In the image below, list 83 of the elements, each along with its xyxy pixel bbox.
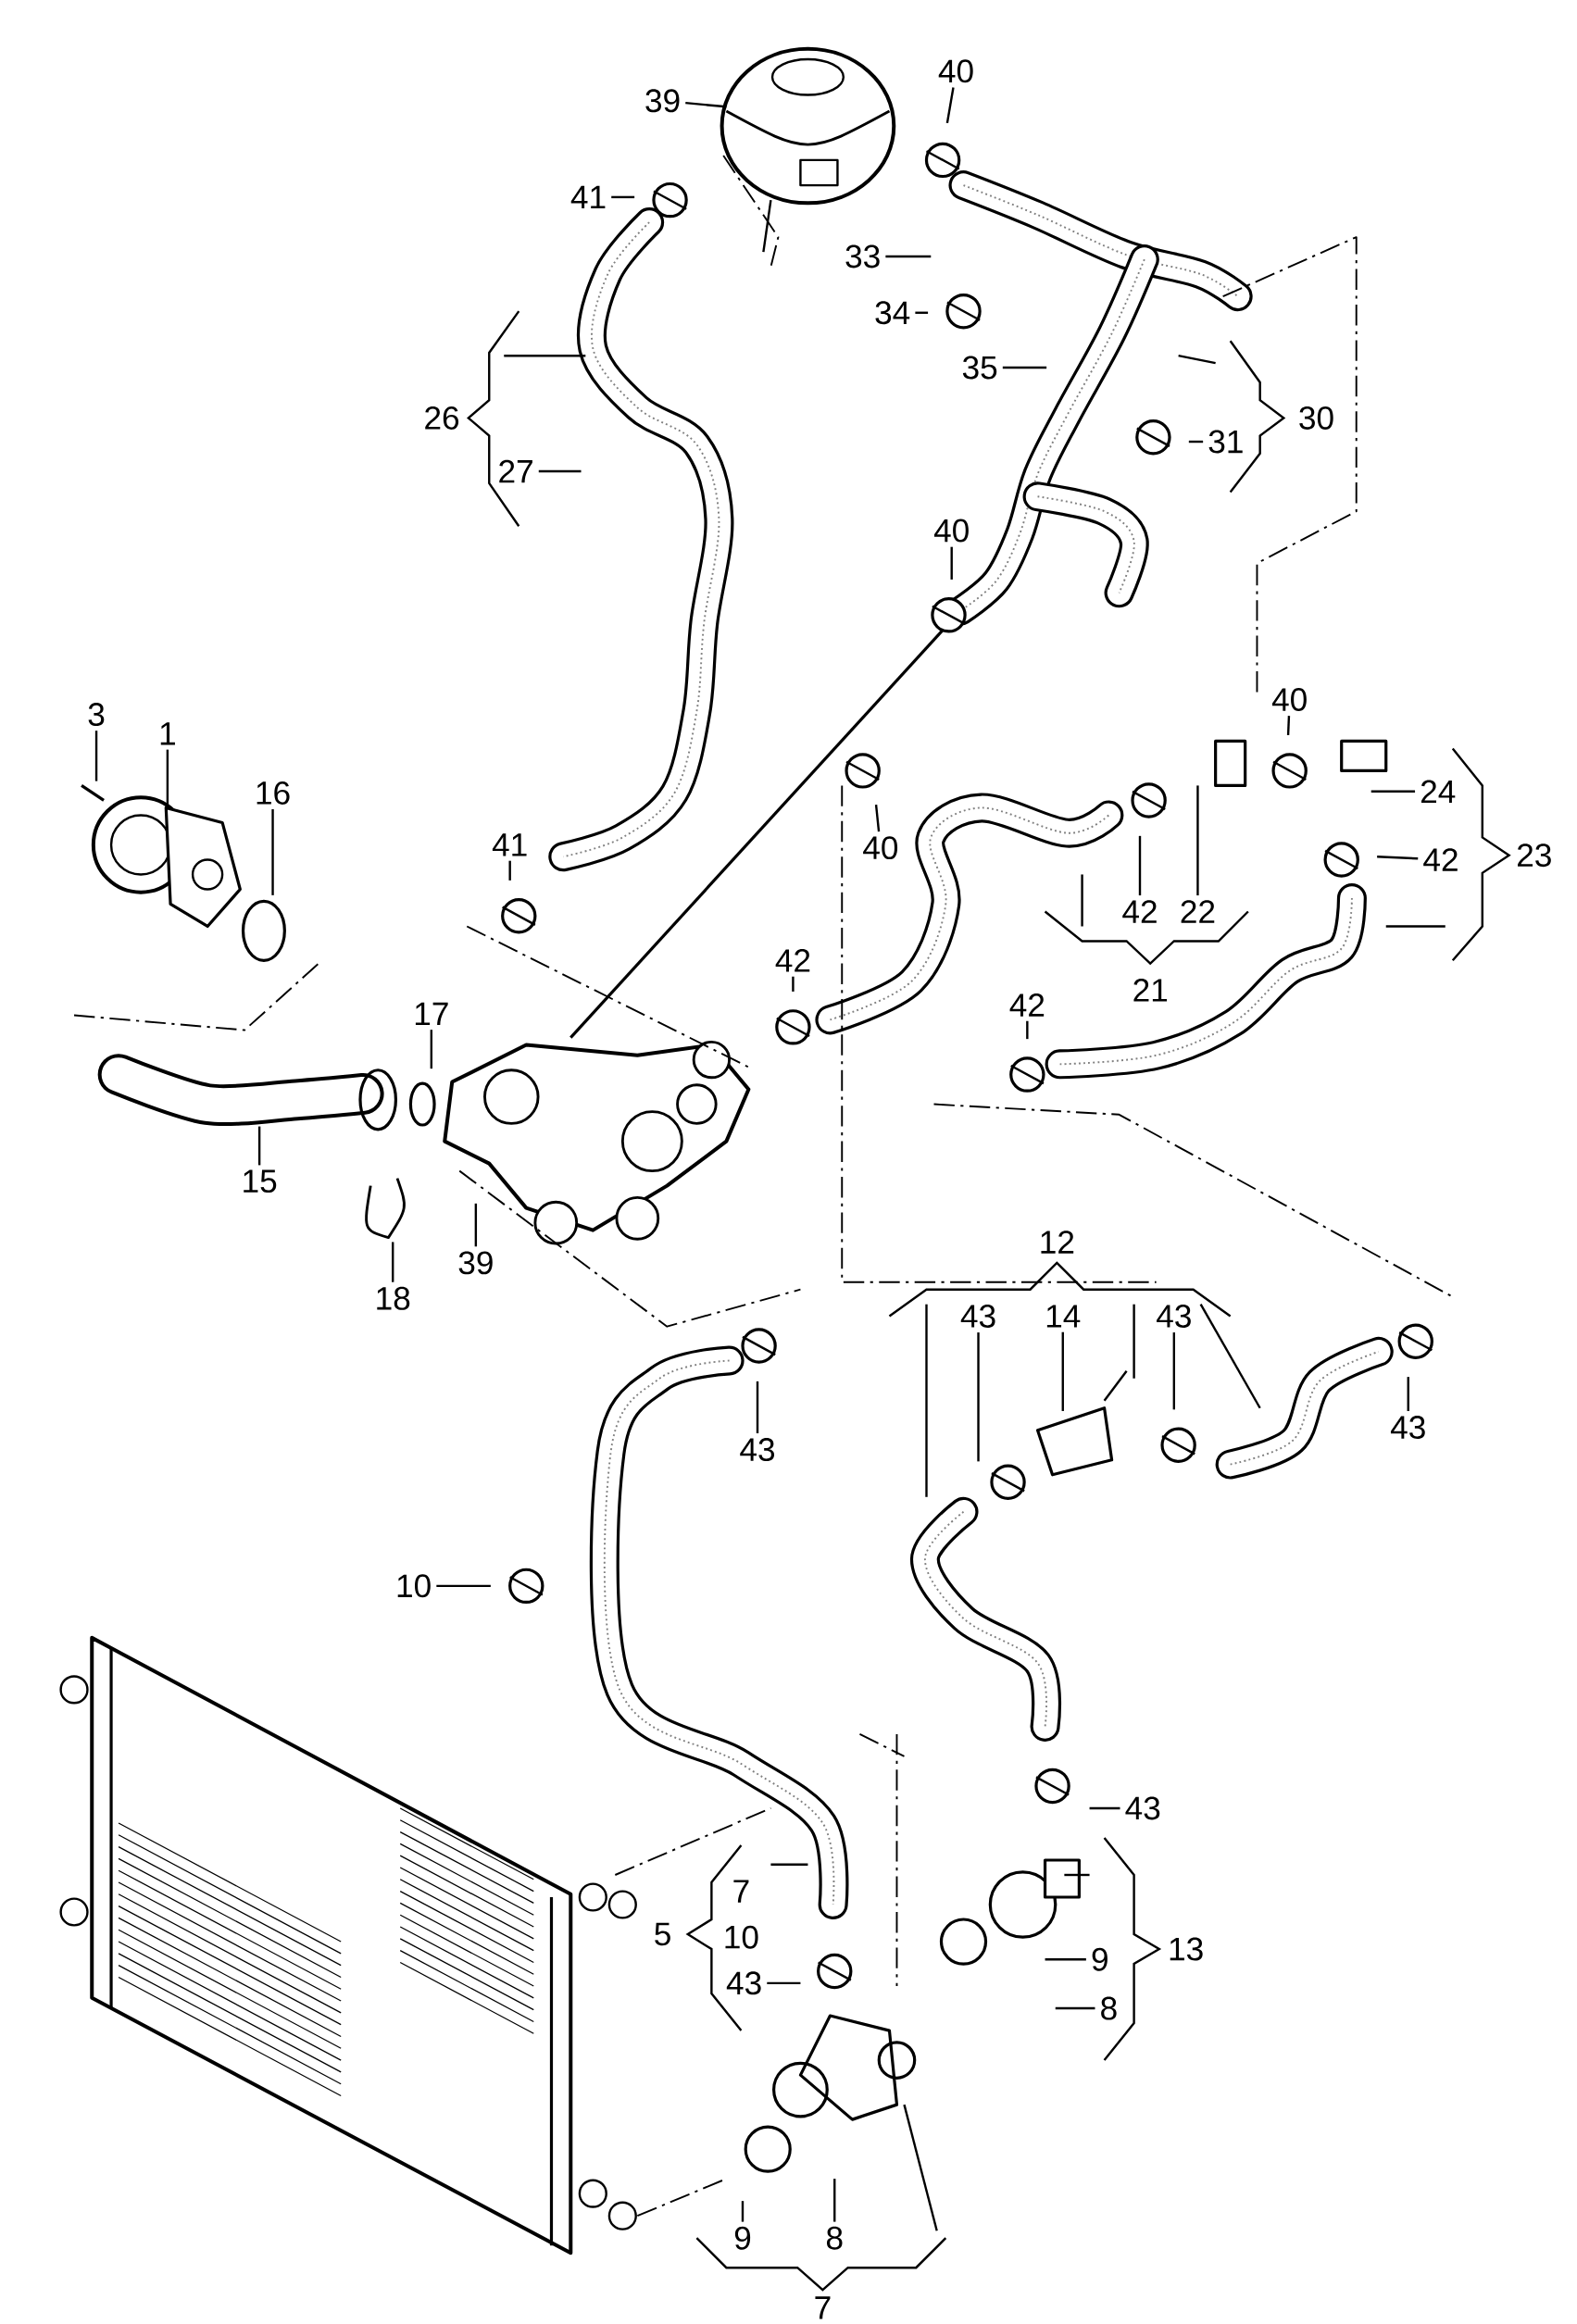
leader-line	[257, 1126, 261, 1166]
callout-number: 40	[863, 836, 897, 860]
callout-number: 3	[88, 703, 105, 727]
leader-line	[436, 1584, 491, 1588]
callout-number: 40	[933, 519, 969, 543]
callout-number: 31	[1208, 430, 1243, 454]
leader-line	[430, 1030, 432, 1069]
leader-line	[391, 1242, 394, 1282]
callout-number: 9	[1092, 1947, 1108, 1971]
leader-line	[1196, 785, 1199, 896]
callout-number: 24	[1421, 780, 1456, 804]
leader-line	[945, 87, 955, 124]
leader-line	[271, 809, 274, 895]
callout-number: 7	[733, 1880, 749, 1903]
leader-line	[741, 2201, 745, 2222]
leader-line	[474, 1203, 477, 1247]
leader-line	[1172, 1332, 1175, 1410]
callout-number: 14	[1046, 1305, 1081, 1328]
leader-line	[1370, 790, 1415, 793]
callout-number: 1	[160, 722, 175, 745]
callout-number: 5	[655, 1922, 670, 1946]
callout-number: 16	[257, 781, 290, 805]
leader-line	[885, 255, 932, 258]
callout-number: 43	[1156, 1305, 1191, 1328]
leader-line	[1061, 1331, 1064, 1411]
leader-line	[1377, 856, 1419, 860]
leader-line	[685, 101, 727, 108]
leader-line	[756, 1381, 759, 1433]
leader-line	[977, 1332, 980, 1462]
callout-number: 12	[1041, 1231, 1074, 1254]
leader-line	[508, 860, 511, 881]
callout-number: 39	[458, 1251, 493, 1275]
callout-number: 30	[1299, 406, 1333, 430]
callout-number: 13	[1170, 1937, 1203, 1961]
leader-line	[874, 805, 881, 832]
leader-line	[792, 976, 795, 992]
callout-number: 42	[1009, 993, 1045, 1017]
leader-line	[832, 2179, 836, 2222]
callout-number: 10	[397, 1574, 431, 1598]
callout-number: 42	[775, 949, 810, 972]
callout-number: 7	[815, 2296, 831, 2319]
leader-line	[915, 311, 928, 314]
callout-number: 40	[1271, 688, 1307, 712]
callout-number: 26	[425, 406, 458, 430]
callout-number: 43	[726, 1971, 761, 1995]
callout-number: 34	[875, 301, 910, 325]
leader-line	[538, 469, 582, 473]
leader-line	[1026, 1020, 1029, 1040]
callout-number: 41	[570, 185, 606, 208]
leader-line	[1407, 1377, 1409, 1411]
leader-line	[1055, 2006, 1095, 2010]
callout-number: 27	[499, 459, 532, 483]
callout-number: 23	[1517, 843, 1551, 868]
callout-number: 21	[1133, 979, 1167, 1002]
leader-line	[94, 731, 98, 781]
callout-number: 33	[845, 244, 880, 269]
leader-line	[1045, 1958, 1086, 1961]
callout-number: 42	[1122, 900, 1157, 923]
callout-number: 17	[415, 1002, 448, 1026]
callout-number: 15	[244, 1169, 277, 1193]
leader-line	[767, 1981, 801, 1985]
callout-number: 35	[962, 356, 997, 380]
callout-number: 9	[734, 2226, 751, 2250]
callout-number: 8	[826, 2226, 843, 2250]
callout-number: 43	[960, 1305, 995, 1328]
callout-number: 43	[740, 1438, 774, 1462]
callout-number: 18	[377, 1286, 410, 1310]
leader-line	[1188, 440, 1204, 444]
leader-line	[1002, 366, 1047, 369]
callout-number: 42	[1423, 848, 1458, 871]
leader-line	[1138, 835, 1142, 896]
leader-line	[1089, 1806, 1120, 1810]
callout-number: 43	[1125, 1796, 1160, 1820]
callout-number: 10	[725, 1925, 758, 1949]
leader-line	[1286, 716, 1291, 736]
callout-number: 40	[938, 59, 973, 83]
leader-line	[950, 546, 953, 580]
callout-number: 8	[1101, 1996, 1117, 2020]
callout-number: 43	[1390, 1416, 1425, 1440]
callout-number: 41	[492, 833, 527, 856]
callout-number: 22	[1181, 900, 1215, 923]
callout-number: 39	[645, 89, 680, 113]
leader-line	[611, 195, 635, 199]
